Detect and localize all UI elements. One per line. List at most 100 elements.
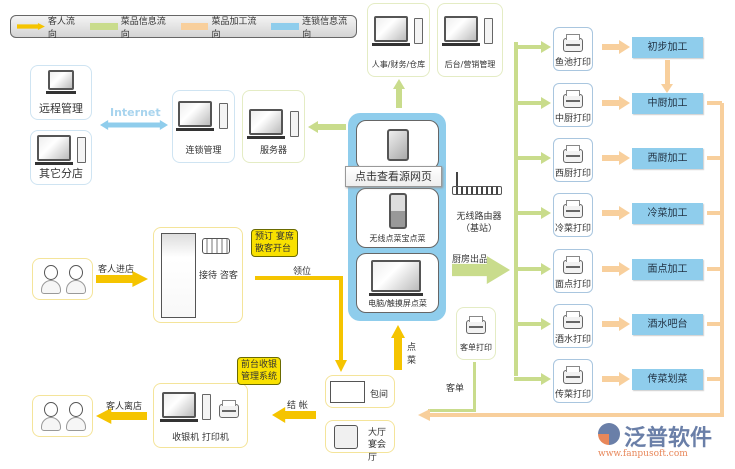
legend: 客人流向 菜品信息流向 菜品加工流向 连锁信息流向: [10, 15, 357, 40]
chain-management-label: 连锁管理: [185, 146, 222, 156]
private-room-node: 包间: [325, 375, 395, 408]
router-icon: [452, 186, 502, 195]
arrow-head: [619, 40, 630, 54]
kitchen-printer-label: 西厨打印: [554, 169, 591, 179]
computer-icon: [160, 392, 198, 422]
remote-management-node: 远程管理: [30, 65, 92, 120]
person-icon: [66, 402, 86, 432]
arrow-head: [391, 325, 405, 338]
guest-enter-label: 客人进店: [98, 265, 135, 275]
checkout-label: 结 帐: [287, 401, 308, 411]
computer-icon: [176, 101, 214, 131]
guest-leave-label: 客人离店: [106, 402, 143, 412]
processing-return-line: [720, 103, 724, 417]
internet-double-arrow: [100, 120, 168, 130]
printer-icon: [219, 400, 239, 418]
order-arrow: [394, 338, 402, 370]
fanpu-logo: 泛普软件 www.fanpusoft.com: [598, 420, 728, 465]
processing-arrow: [602, 155, 620, 161]
kitchen-printer-label: 中厨打印: [554, 114, 591, 124]
cashier-node: 收银机 打印机: [153, 383, 248, 448]
legend-arrow-dish-info: [89, 23, 118, 30]
seat-guide-line: [255, 276, 343, 280]
cashier-label: 收银机 打印机: [172, 433, 229, 443]
laptop-icon: [46, 70, 76, 94]
kitchen-printer-node: 鱼池打印: [553, 27, 593, 71]
computer-icon: [372, 16, 410, 46]
mobile-device-node: [356, 120, 439, 170]
kitchen-printer-node: 西厨打印: [553, 138, 593, 182]
person-icon: [41, 402, 61, 432]
kitchen-station: 冷菜加工: [632, 203, 703, 224]
arrow-head: [541, 263, 551, 275]
processing-return-bottom: [430, 413, 724, 417]
backend-label: 后台/营销管理: [444, 60, 496, 69]
printer-icon: [563, 366, 583, 384]
printer-icon: [563, 90, 583, 108]
station-return-branch: [707, 322, 722, 326]
arrow-head: [619, 96, 630, 110]
tower-icon: [414, 18, 423, 44]
branch-line: [514, 267, 542, 271]
tower-icon: [290, 111, 299, 137]
kitchen-station: 酒水吧台: [632, 314, 703, 335]
arrow-up-to-top: [396, 88, 402, 108]
wireless-ordering-label: 无线点菜宝点菜: [369, 234, 426, 243]
station-return-branch: [707, 211, 722, 215]
processing-arrow: [602, 376, 620, 382]
printer-icon: [466, 316, 486, 334]
station-return-branch: [707, 377, 722, 381]
legend-label-chain-info: 连锁信息流向: [302, 16, 348, 40]
kitchen-printer-label: 鱼池打印: [554, 58, 591, 68]
reception-node: 接待 咨客: [153, 227, 243, 323]
arrow-head: [619, 317, 630, 331]
kiosk-icon: [161, 233, 196, 318]
arrow-to-server: [318, 124, 346, 130]
tower-icon: [202, 394, 211, 420]
printer-distribution-line: [514, 42, 518, 376]
processing-arrow: [602, 100, 620, 106]
branch-line: [514, 322, 542, 326]
hall-node: 大厅 宴会厅: [325, 420, 395, 463]
reception-label: 接待 咨客: [199, 271, 238, 281]
receipt-printer-label: 客单打印: [460, 343, 492, 352]
touch-ordering-label: 电脑/触摸屏点菜: [368, 299, 427, 308]
checkout-arrow: [272, 407, 316, 423]
tower-icon: [77, 137, 86, 163]
receipt-printer-node: 客单打印: [456, 307, 496, 360]
router-antenna: [456, 172, 458, 186]
kitchen-printer-label: 酒水打印: [554, 335, 591, 345]
kitchen-printer-node: 面点打印: [553, 249, 593, 293]
arrow-head: [541, 318, 551, 330]
legend-arrow-dish-processing: [180, 23, 209, 30]
pda-icon: [387, 129, 409, 161]
arrow-head: [393, 79, 405, 89]
guest-leave-arrow: [96, 408, 147, 424]
station-return-branch: [707, 101, 722, 105]
arrow-head: [619, 262, 630, 276]
cashier-system-bubble: 前台收银 管理系统: [237, 357, 282, 385]
handheld-icon: [389, 193, 407, 229]
computer-icon: [35, 135, 73, 165]
room-icon: [330, 381, 365, 403]
arrow-head: [541, 207, 551, 219]
hr-label: 人事/财务/仓库: [371, 60, 426, 69]
printer-icon: [563, 256, 583, 274]
printer-icon: [563, 311, 583, 329]
guests-entering-node: [32, 258, 93, 300]
arrow-head: [541, 97, 551, 109]
hr-finance-warehouse-node: 人事/财务/仓库: [367, 3, 430, 77]
view-source-tooltip[interactable]: 点击查看源网页: [345, 166, 442, 187]
legend-label-guest: 客人流向: [47, 16, 75, 40]
server-icon: [247, 109, 285, 139]
arrow-head: [541, 152, 551, 164]
arrow-head: [418, 409, 430, 421]
kitchen-station: 初步加工: [632, 37, 703, 58]
arrow-head: [619, 151, 630, 165]
kitchen-printer-node: 酒水打印: [553, 304, 593, 348]
internet-label: Internet: [110, 106, 161, 119]
bubble-line: 前台收银: [241, 360, 278, 370]
branch-line: [514, 101, 542, 105]
branch-line: [514, 377, 542, 381]
seat-guide-line-down: [339, 276, 343, 364]
